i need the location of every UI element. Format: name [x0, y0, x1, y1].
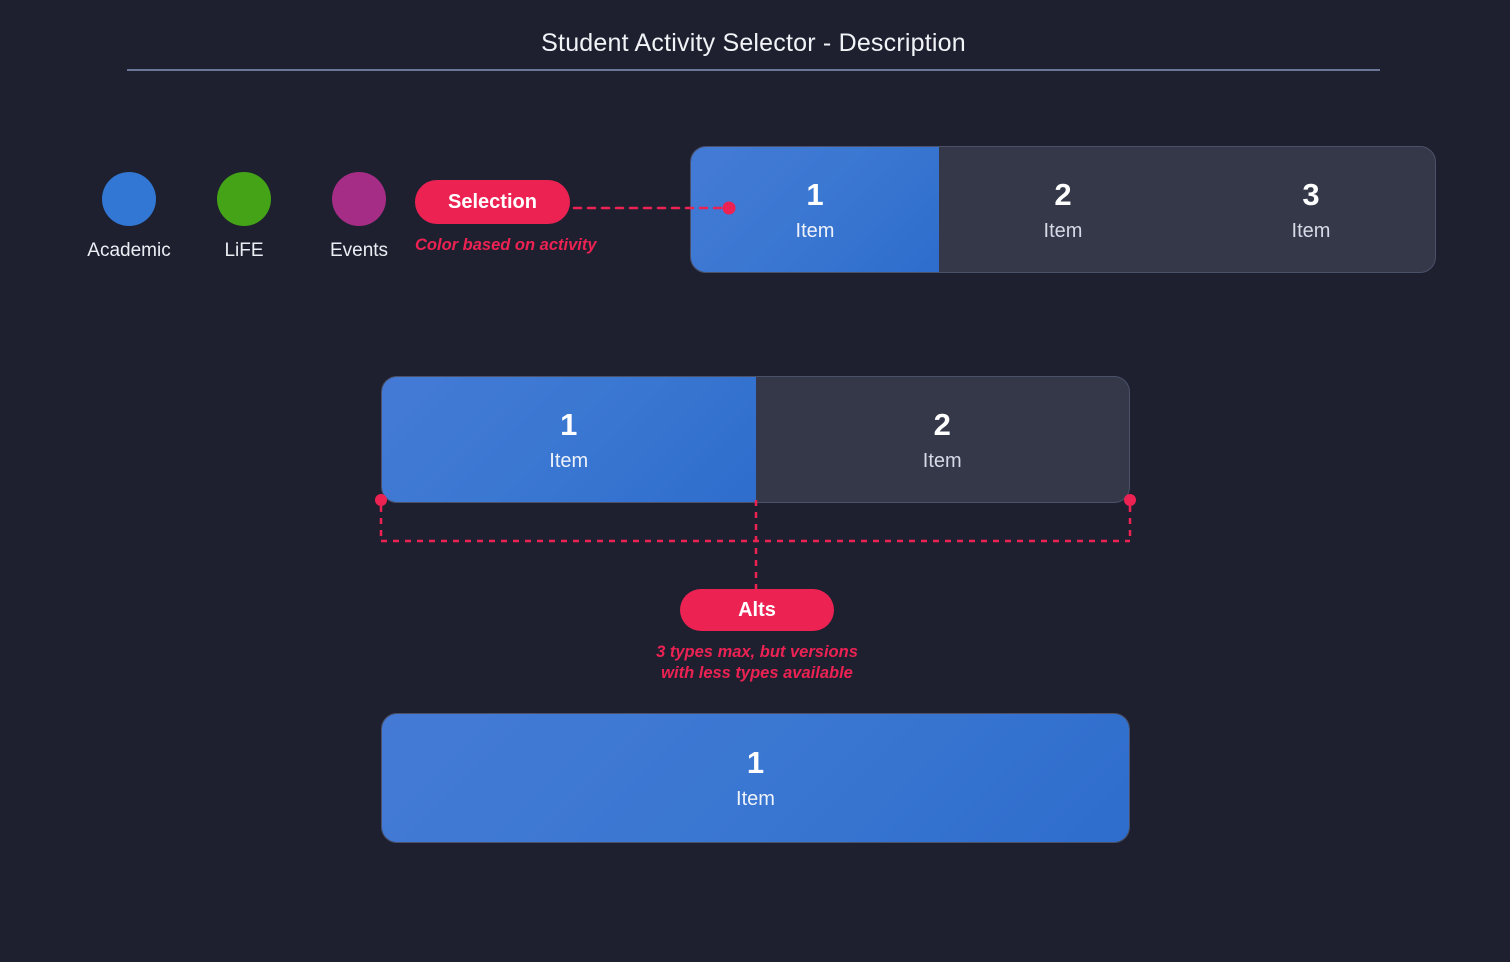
segment-label: Item: [736, 788, 775, 810]
segment-3[interactable]: 3 Item: [1187, 147, 1435, 272]
segment-number: 1: [746, 745, 765, 780]
legend-label-academic: Academic: [87, 240, 171, 261]
three-segment-selector[interactable]: 1 Item 2 Item 3 Item: [690, 146, 1436, 273]
legend-label-life: LiFE: [224, 240, 264, 261]
segment-label: Item: [1291, 219, 1331, 242]
two-segment-selector[interactable]: 1 Item 2 Item: [381, 376, 1130, 503]
segment-1[interactable]: 1 Item: [382, 714, 1129, 842]
activity-color-legend: Academic LiFE Events: [86, 172, 402, 262]
circle-swatch-icon: [217, 172, 271, 226]
circle-swatch-icon: [102, 172, 156, 226]
segment-number: 2: [933, 406, 951, 442]
alts-note: 3 types max, but versions with less type…: [656, 643, 858, 682]
selection-pill: Selection: [415, 180, 570, 224]
page-title: Student Activity Selector - Description: [541, 29, 966, 57]
legend-label-events: Events: [329, 240, 389, 261]
header-divider: [127, 69, 1380, 71]
segment-number: 1: [806, 176, 824, 212]
selection-note: Color based on activity: [415, 236, 597, 254]
segment-label: Item: [922, 449, 962, 472]
legend-item-academic: Academic: [86, 172, 172, 262]
legend-item-life: LiFE: [201, 172, 287, 262]
segment-number: 2: [1054, 176, 1072, 212]
segment-1[interactable]: 1 Item: [382, 377, 756, 502]
segment-label: Item: [1043, 219, 1083, 242]
segment-label: Item: [795, 219, 835, 242]
legend-item-events: Events: [316, 172, 402, 262]
page-header: Student Activity Selector - Description: [127, 26, 1380, 71]
alts-pill: Alts: [680, 589, 834, 631]
circle-swatch-icon: [332, 172, 386, 226]
segment-number: 3: [1302, 176, 1320, 212]
alts-callout: Alts 3 types max, but versions with less…: [648, 589, 866, 684]
segment-2[interactable]: 2 Item: [939, 147, 1187, 272]
selection-callout: Selection Color based on activity: [415, 180, 597, 256]
segment-2[interactable]: 2 Item: [756, 377, 1130, 502]
segment-number: 1: [560, 406, 578, 442]
segment-label: Item: [549, 449, 589, 472]
segment-1[interactable]: 1 Item: [691, 147, 939, 272]
one-segment-selector[interactable]: 1 Item: [381, 713, 1130, 843]
